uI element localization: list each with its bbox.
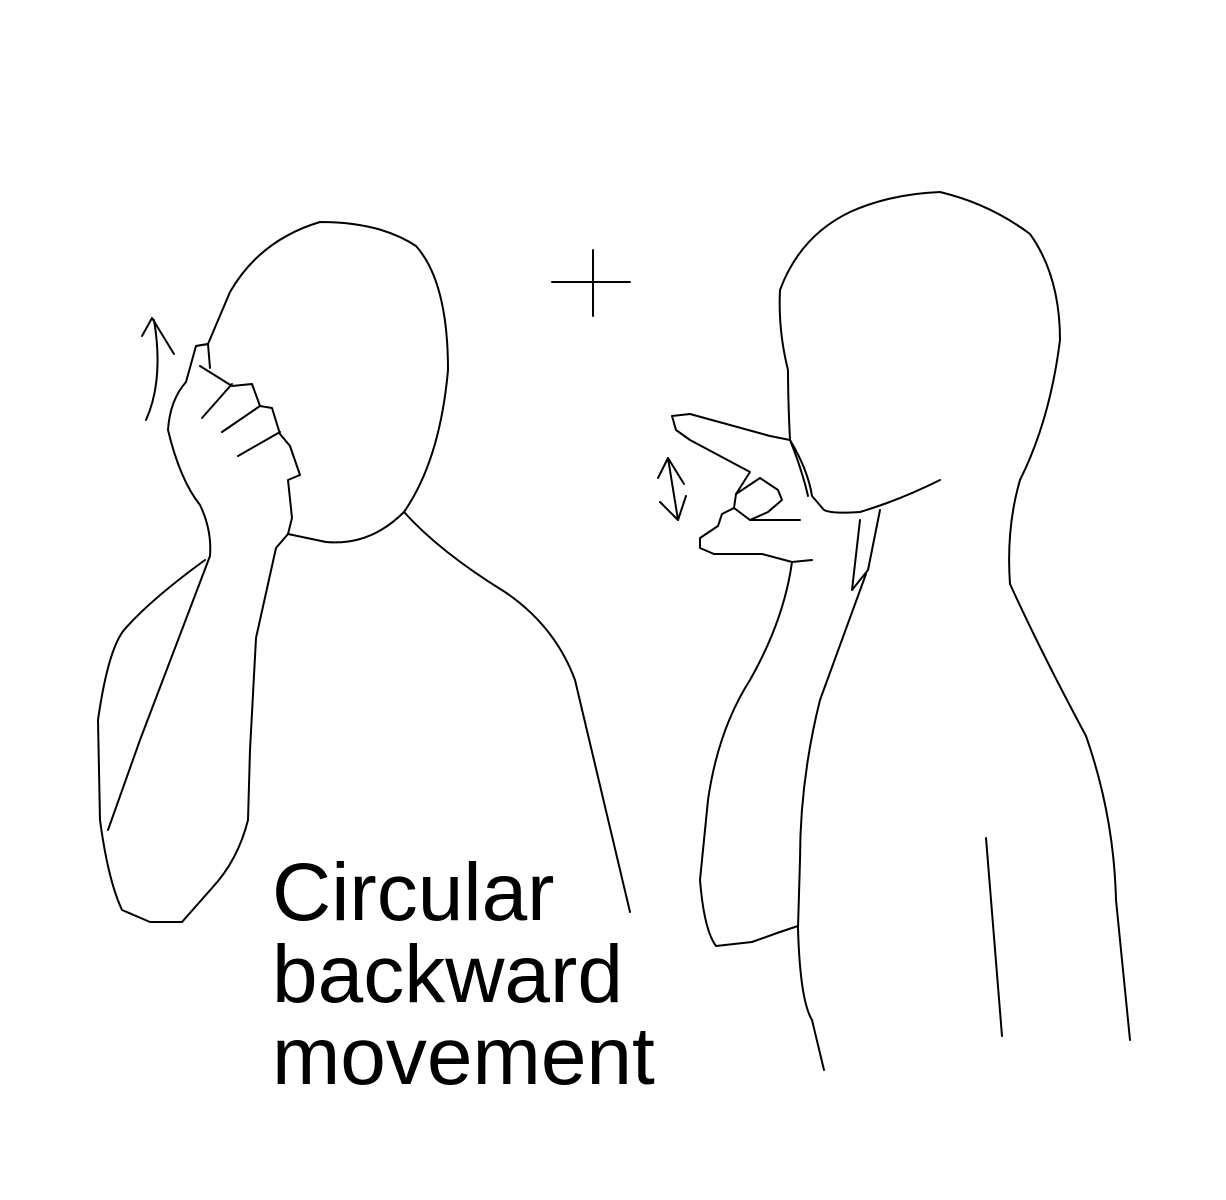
front-head-outline (207, 221, 449, 544)
front-right-shoulder-arm (403, 511, 631, 913)
front-hand-fingers (199, 365, 301, 535)
caption-line-3: movement (272, 1011, 655, 1102)
side-back-inner-line (985, 837, 1003, 1037)
front-finger-line-2 (221, 405, 261, 433)
side-arm-outer (699, 561, 799, 947)
front-torso-inner-left (97, 533, 289, 923)
side-body-front (797, 573, 867, 1071)
side-head-neck-back (778, 191, 1131, 1041)
caption-line-1: Circular (272, 847, 555, 938)
front-finger-line-3 (237, 431, 281, 457)
side-view-figure (671, 191, 1131, 1071)
side-neck-front (851, 509, 881, 591)
plus-icon (551, 249, 631, 317)
caption-line-2: backward (272, 929, 623, 1020)
front-forearm (107, 555, 211, 831)
front-hand (167, 343, 212, 557)
front-finger-line-4 (195, 343, 211, 369)
side-hand (671, 413, 813, 563)
caption-text: Circular backward movement (272, 852, 655, 1098)
double-arrow-icon (657, 457, 687, 521)
front-view-figure (97, 221, 631, 923)
upward-arrow-icon (141, 317, 175, 421)
front-finger-line-1 (201, 383, 233, 419)
